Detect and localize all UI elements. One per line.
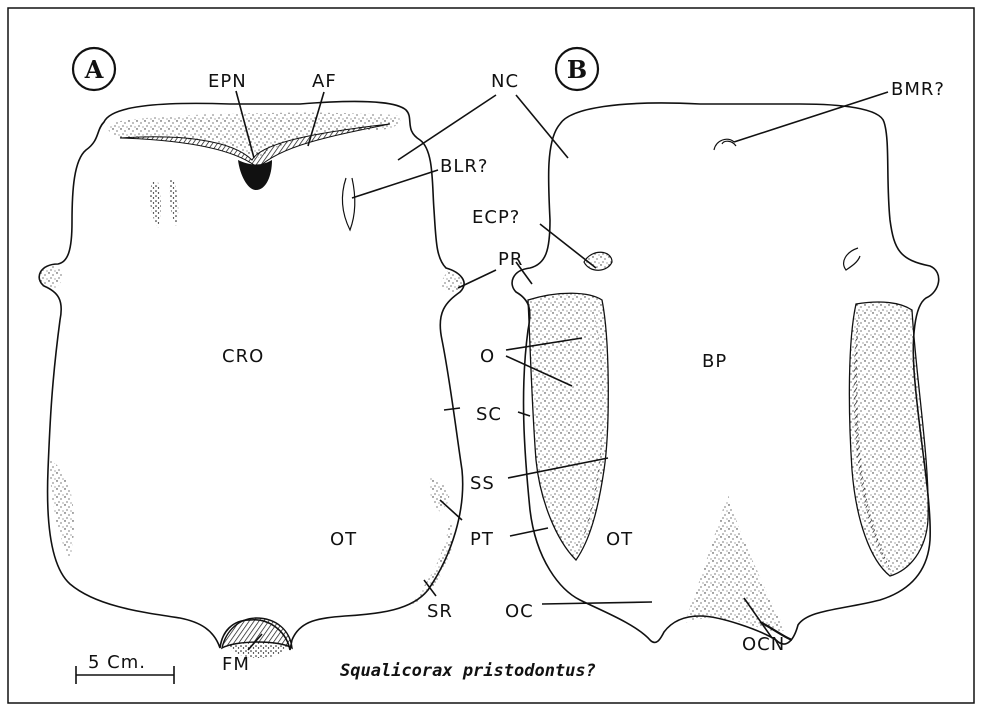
label-epn: EPN	[208, 71, 247, 92]
label-pr: PR	[498, 249, 523, 270]
panel-a-dorsal-view	[38, 102, 464, 658]
label-ot-a: OT	[330, 529, 357, 550]
label-nc: NC	[491, 71, 519, 92]
label-ecp: ECP?	[472, 207, 520, 228]
label-cro: CRO	[222, 346, 264, 367]
label-bmr: BMR?	[891, 79, 945, 100]
scale-bar: 5 Cm.	[76, 652, 174, 684]
panel-letter-b-text: B	[567, 55, 587, 84]
postorbital-stipple-left	[38, 265, 62, 288]
label-oc: OC	[505, 601, 534, 622]
label-ss: SS	[470, 473, 495, 494]
label-fm: FM	[222, 654, 250, 675]
label-sc: SC	[476, 404, 502, 425]
label-ot-b: OT	[606, 529, 633, 550]
scale-bar-label: 5 Cm.	[88, 652, 146, 673]
label-sr: SR	[427, 601, 453, 622]
label-bp: BP	[702, 351, 727, 372]
label-pt: PT	[470, 529, 494, 550]
panel-b-ventral-view	[512, 103, 939, 644]
label-af: AF	[312, 71, 337, 92]
label-o: O	[480, 346, 495, 367]
label-blr: BLR?	[440, 156, 488, 177]
panel-letter-a-text: A	[84, 55, 104, 84]
figure-caption: Squalicorax pristodontus?	[340, 661, 596, 681]
panel-letter-a: A	[73, 48, 115, 90]
panel-letter-b: B	[556, 48, 598, 90]
label-ocn: OCN	[742, 634, 785, 655]
